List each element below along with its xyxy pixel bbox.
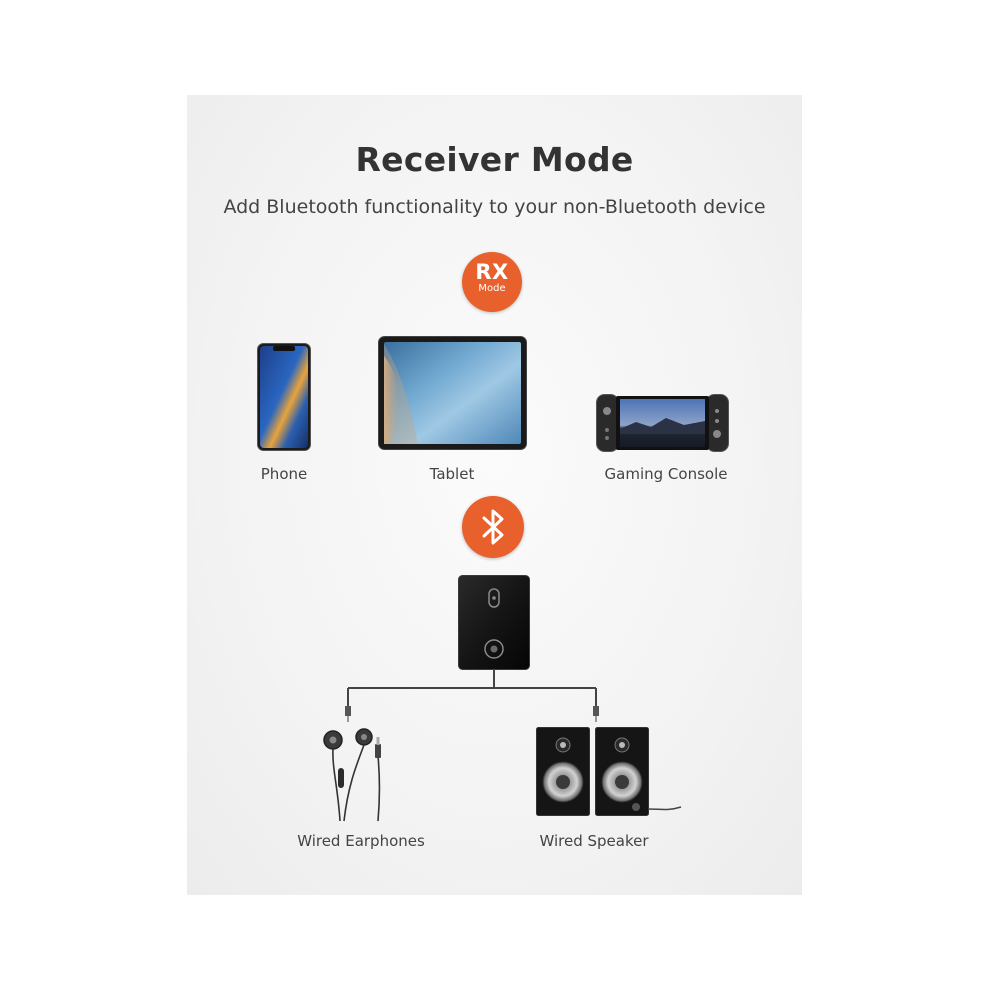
bluetooth-icon — [482, 509, 504, 545]
gaming-console-label: Gaming Console — [604, 465, 728, 483]
rx-badge-label: RX — [475, 260, 509, 284]
diagram-panel — [187, 95, 802, 895]
wired-speaker-icon — [536, 727, 682, 816]
page-subtitle: Add Bluetooth functionality to your non-… — [223, 196, 766, 218]
tablet-icon — [378, 336, 527, 450]
wired-speaker-label: Wired Speaker — [539, 832, 649, 850]
phone-label: Phone — [260, 465, 308, 483]
rx-mode-badge: RX Mode — [462, 252, 522, 312]
gaming-console-icon — [596, 394, 729, 452]
wired-earphones-label: Wired Earphones — [297, 832, 425, 850]
tablet-label: Tablet — [429, 465, 475, 483]
wired-earphones-icon — [323, 728, 381, 822]
page-title: Receiver Mode — [355, 140, 634, 179]
phone-icon — [257, 343, 311, 451]
rx-badge-sublabel: Mode — [478, 283, 506, 294]
bluetooth-badge — [462, 496, 524, 558]
